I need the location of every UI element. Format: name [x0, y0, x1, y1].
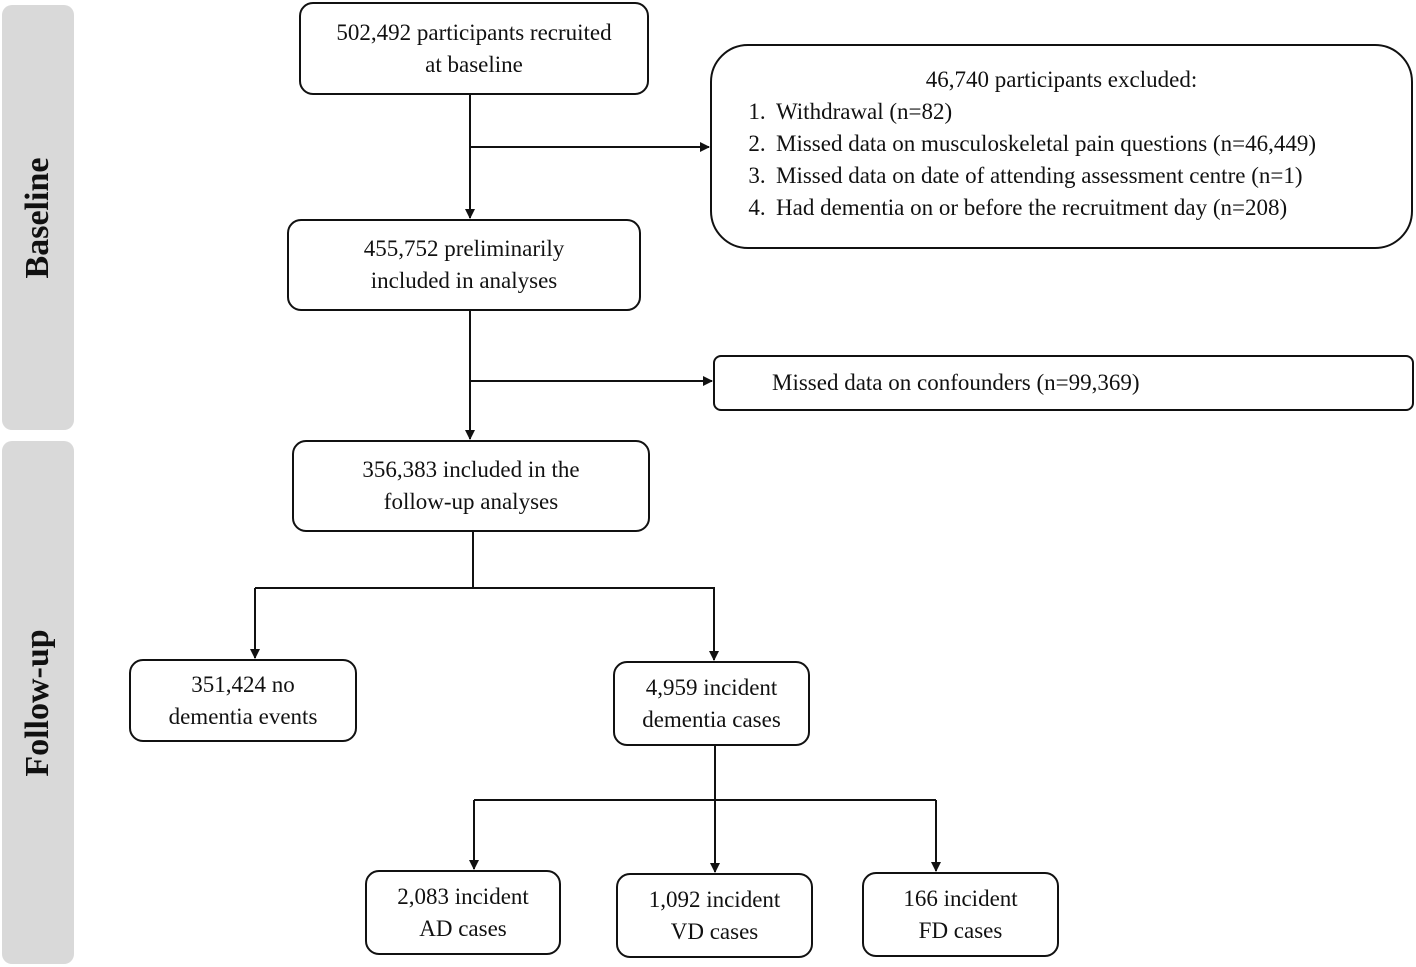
item-number: 4.	[748, 195, 766, 220]
no-dementia-box: 351,424 no dementia events	[129, 659, 357, 742]
recruited-box: 502,492 participants recruited at baselin…	[299, 2, 649, 95]
item-text: Withdrawal (n=82)	[776, 99, 953, 124]
followup-stage-bar: Follow-up	[2, 441, 74, 964]
box-line: 502,492 participants recruited	[336, 19, 612, 45]
box-line: dementia events	[168, 703, 318, 729]
exclusion-item: 2. Missed data on musculoskeletal pain qu…	[738, 128, 1316, 160]
item-text: Missed data on date of attending assessm…	[776, 163, 1303, 188]
baseline-stage-bar: Baseline	[2, 5, 74, 430]
vd-box: 1,092 incident VD cases	[616, 873, 813, 958]
box-line: 2,083 incident	[397, 883, 529, 909]
box-line: AD cases	[419, 915, 507, 941]
box-line: VD cases	[670, 918, 759, 944]
box-line: 1,092 incident	[648, 886, 781, 912]
box-line: 4,959 incident	[645, 674, 778, 700]
followup-box: 356,383 included in the follow-up analyse…	[292, 440, 650, 532]
item-number: 1.	[748, 99, 766, 124]
box-line: 166 incident	[903, 885, 1018, 911]
item-text: Had dementia on or before the recruitmen…	[776, 195, 1288, 220]
fd-box: 166 incident FD cases	[862, 872, 1059, 957]
box-line: follow-up analyses	[383, 489, 559, 514]
incident-dementia-box: 4,959 incident dementia cases	[613, 661, 810, 746]
box-line: at baseline	[425, 51, 523, 77]
box-line: FD cases	[918, 917, 1003, 943]
exclusion-item: 4. Had dementia on or before the recruitm…	[738, 192, 1287, 224]
box-line: dementia cases	[642, 706, 781, 732]
confounders-box: Missed data on confounders (n=99,369)	[713, 355, 1414, 411]
box-line: 356,383 included in the	[362, 457, 580, 482]
box-line: included in analyses	[370, 268, 558, 293]
exclusion-item: 1. Withdrawal (n=82)	[738, 96, 952, 128]
exclusion-item: 3. Missed data on date of attending asses…	[738, 160, 1302, 192]
box-line: Missed data on confounders (n=99,369)	[772, 370, 1140, 395]
box-line: 455,752 preliminarily	[363, 236, 565, 261]
exclusion-box: 46,740 participants excluded: 1. Withdraw…	[710, 44, 1413, 249]
item-text: Missed data on musculoskeletal pain ques…	[776, 131, 1316, 156]
item-number: 2.	[748, 131, 766, 156]
box-line: 351,424 no	[191, 671, 295, 697]
preliminary-box: 455,752 preliminarily included in analyse…	[287, 219, 641, 311]
ad-box: 2,083 incident AD cases	[365, 870, 561, 955]
item-number: 3.	[748, 163, 766, 188]
exclusion-title: 46,740 participants excluded:	[925, 67, 1198, 92]
